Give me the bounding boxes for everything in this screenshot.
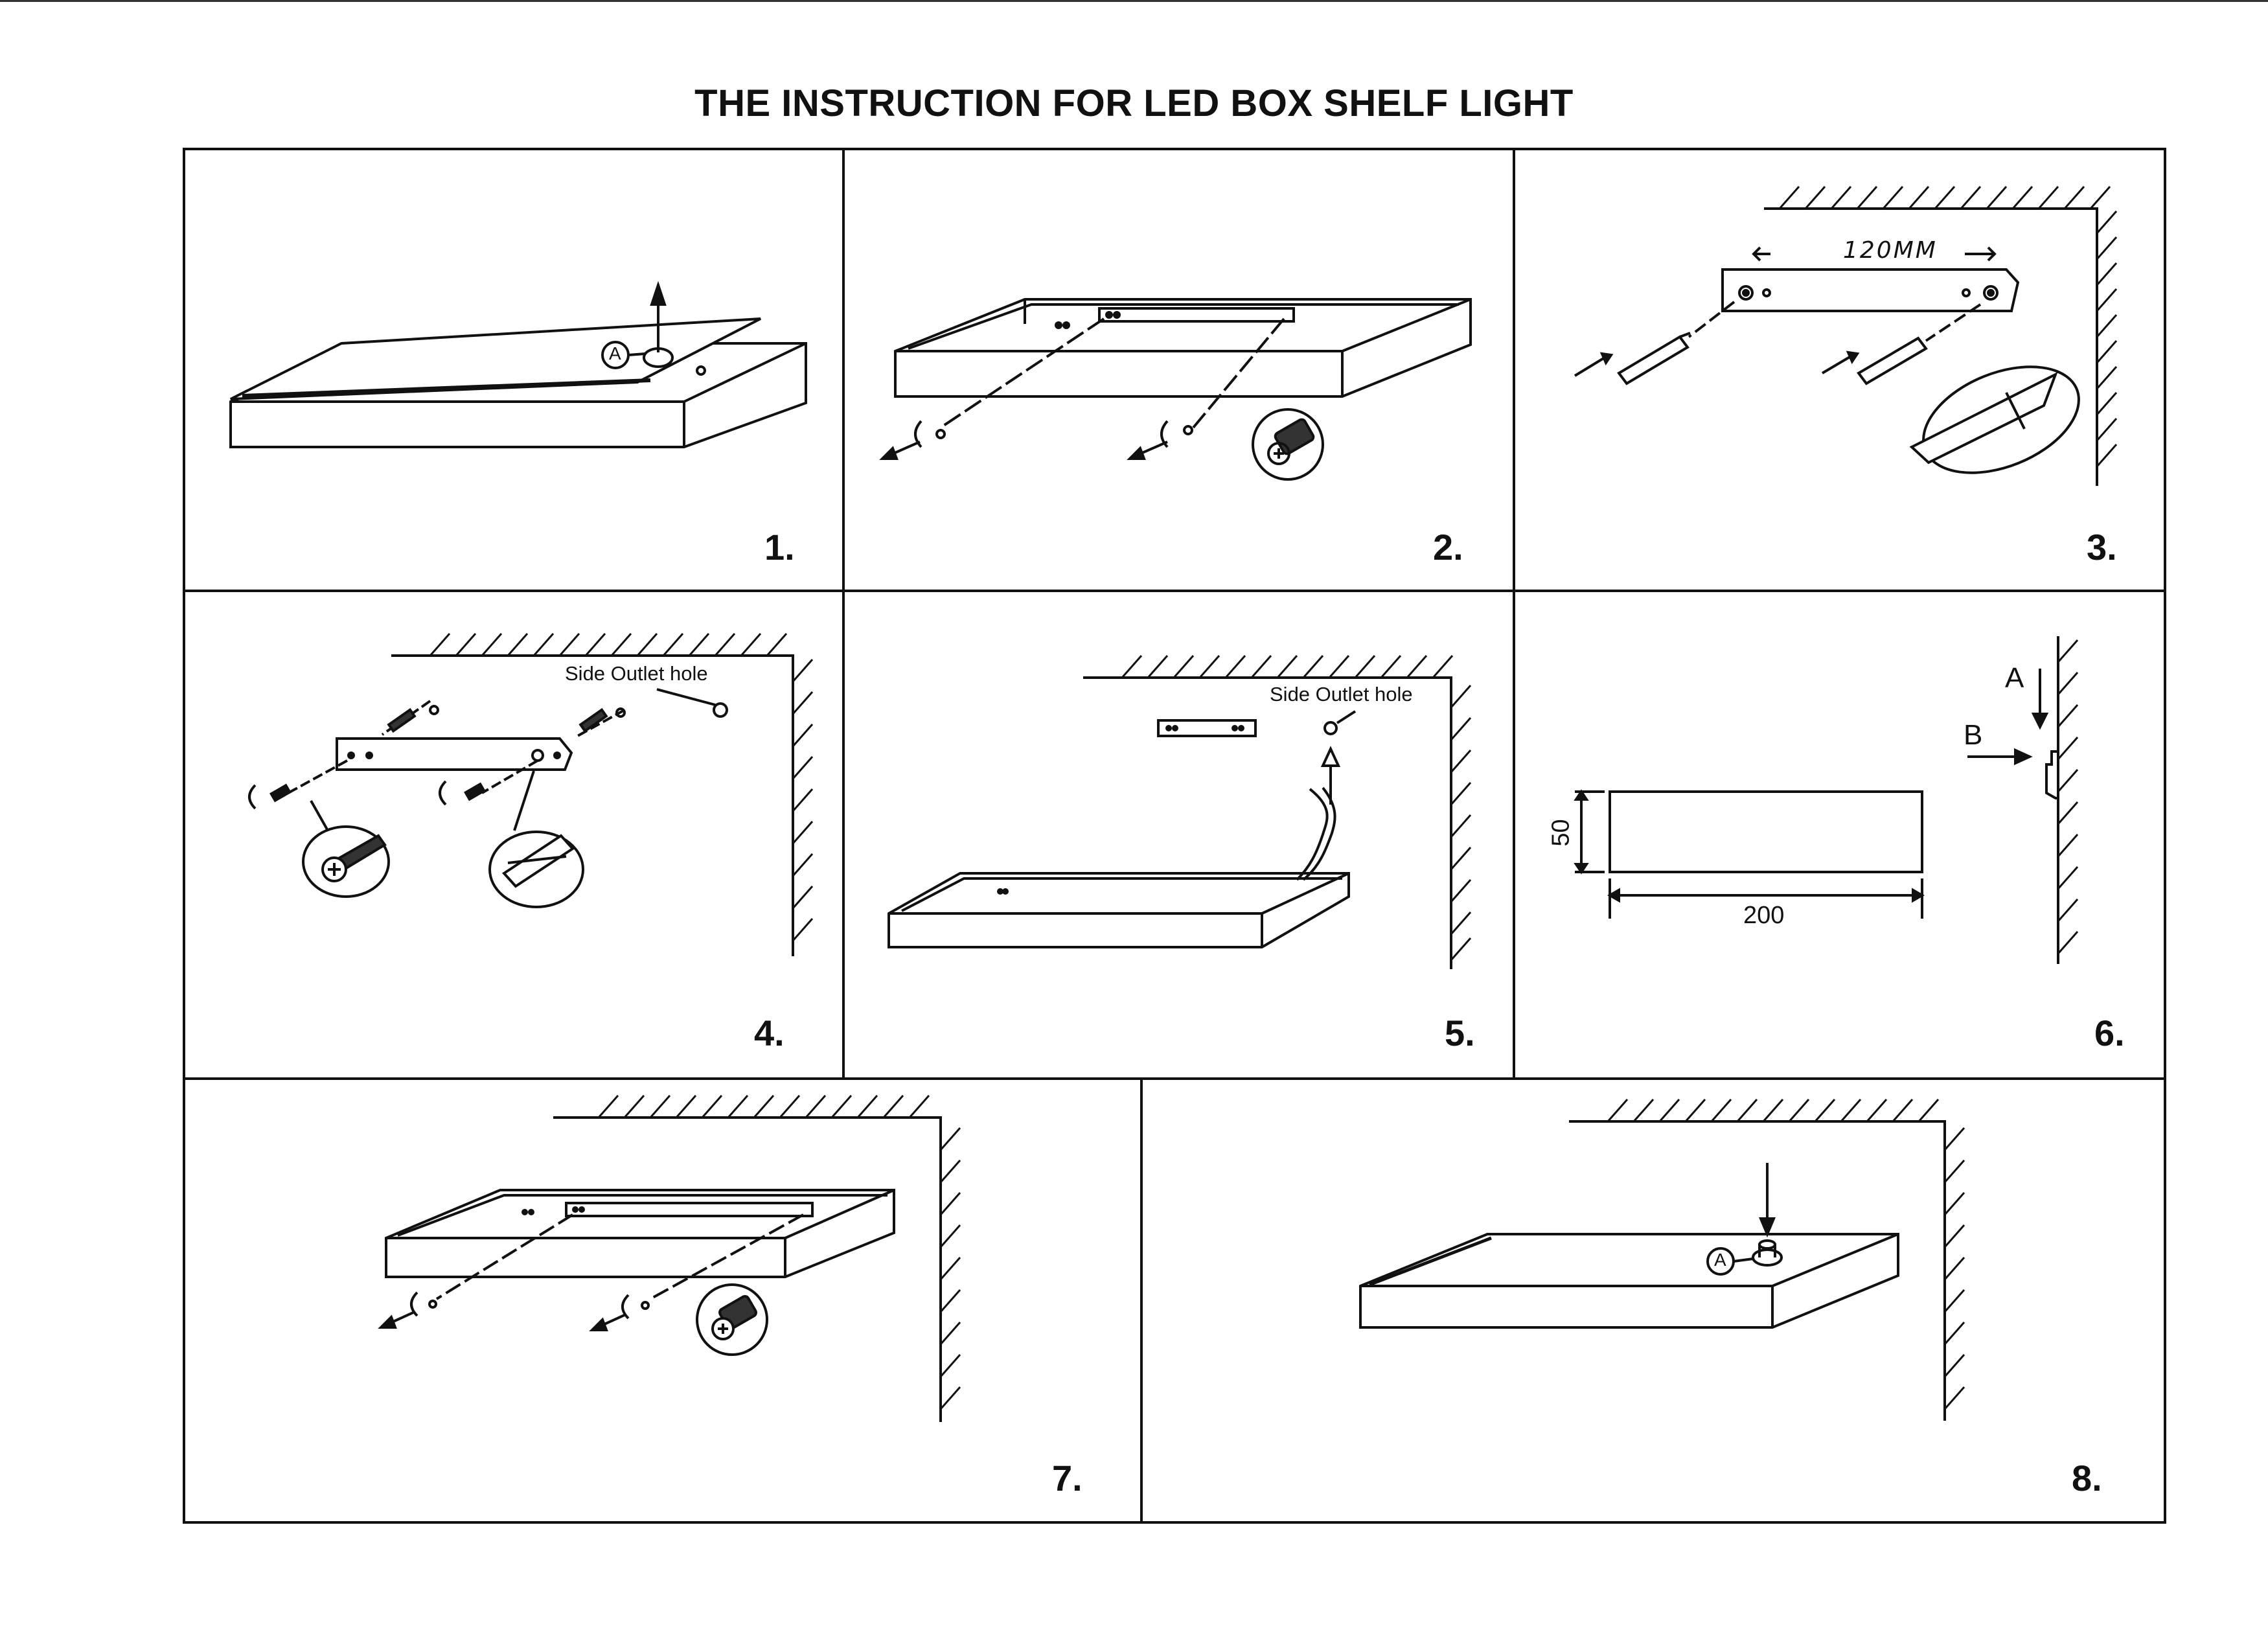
step-8-illustration xyxy=(1359,1099,1965,1421)
step-8-panel: A 8. xyxy=(1141,1079,2165,1522)
step-6-height-dim: 50 xyxy=(1547,819,1575,847)
step-1-panel: A 1. xyxy=(184,149,843,591)
step-3-illustration xyxy=(1574,186,2118,486)
step-7-number: 7. xyxy=(1052,1458,1082,1498)
step-6-illustration xyxy=(1574,636,2079,964)
step-6-panel: 50 200 A B 6. xyxy=(1514,591,2165,1079)
step-7-panel: 7. xyxy=(184,1079,1141,1522)
step-5-panel: Side Outlet hole 5. xyxy=(843,591,1514,1079)
step-5-outlet-label: Side Outlet hole xyxy=(1270,683,1413,706)
step-3-spacing-label: 120MM xyxy=(1843,237,1938,264)
step-1-number: 1. xyxy=(764,527,795,568)
step-3-number: 3. xyxy=(2087,527,2117,568)
step-6-arrow-b-label: B xyxy=(1964,719,1983,751)
step-5-number: 5. xyxy=(1445,1013,1475,1053)
step-5-illustration xyxy=(888,655,1472,969)
step-2-illustration xyxy=(879,298,1472,481)
step-2-number: 2. xyxy=(1433,527,1463,568)
step-3-panel: 120MM 3. xyxy=(1514,149,2165,591)
step-7-illustration xyxy=(378,1095,961,1422)
page-title: THE INSTRUCTION FOR LED BOX SHELF LIGHT xyxy=(694,82,1574,124)
step-6-arrow-a-label: A xyxy=(2005,662,2024,694)
step-6-number: 6. xyxy=(2094,1013,2125,1053)
step-1-part-label: A xyxy=(609,343,621,363)
step-8-part-label: A xyxy=(1714,1250,1726,1270)
top-edge-line xyxy=(0,0,2268,2)
step-4-outlet-label: Side Outlet hole xyxy=(565,662,708,685)
step-1-illustration xyxy=(229,281,807,448)
step-4-illustration xyxy=(248,633,814,956)
step-2-panel: 2. xyxy=(843,149,1514,591)
step-4-number: 4. xyxy=(754,1013,785,1053)
step-4-panel: Side Outlet hole 4. xyxy=(184,591,843,1079)
step-6-width-dim: 200 xyxy=(1743,902,1785,929)
step-8-number: 8. xyxy=(2072,1458,2102,1498)
